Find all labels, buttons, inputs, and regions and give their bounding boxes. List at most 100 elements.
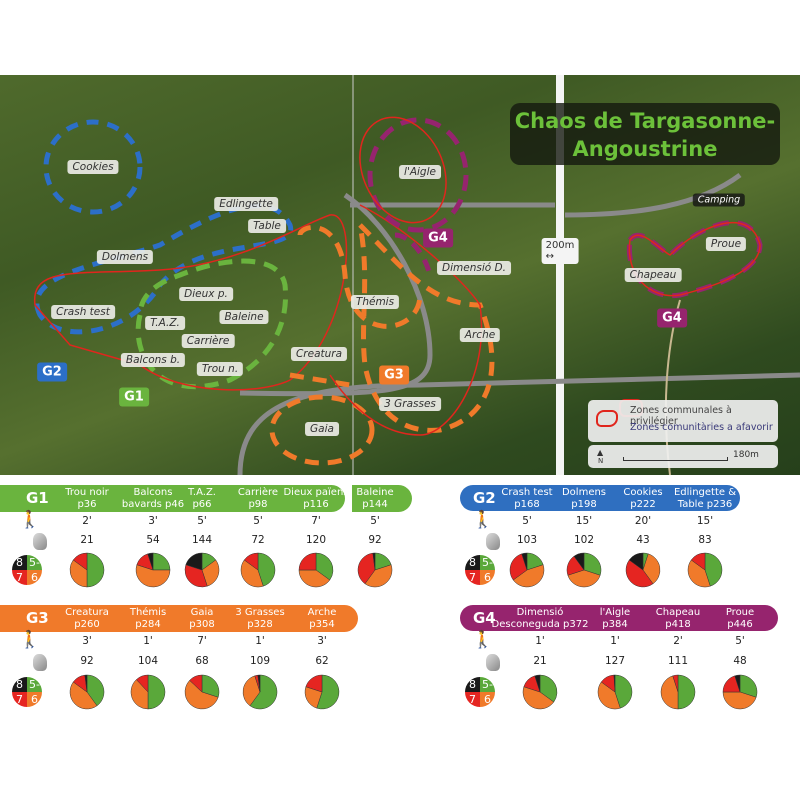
block-count: 21 xyxy=(80,534,94,546)
walk-time: 1' xyxy=(255,635,265,647)
pie-slice-grade-5 xyxy=(249,674,278,710)
pie-slice-grade-7 xyxy=(690,552,706,571)
sector-page: p168 xyxy=(514,499,540,510)
map-label-table[interactable]: Table xyxy=(248,219,286,233)
map-label-themis[interactable]: Thémis xyxy=(350,295,400,309)
map-label-trou[interactable]: Trou n. xyxy=(196,362,244,376)
grade-legend-cell: 6 xyxy=(480,570,495,585)
scale-line xyxy=(623,457,728,461)
map-label-cookies[interactable]: Cookies xyxy=(67,160,119,174)
map-label-arche[interactable]: Arche xyxy=(459,328,501,342)
pie-slice-grade-6 xyxy=(298,569,331,588)
grade-legend-cell: 8 xyxy=(465,555,480,570)
sector-name: Gaia xyxy=(190,607,214,618)
sector-page: p260 xyxy=(74,619,100,630)
walk-time: 15' xyxy=(696,515,714,527)
map-label-dieux[interactable]: Dieux p. xyxy=(179,287,233,301)
pie-slice-grade-6 xyxy=(364,564,393,588)
map-label-balcons[interactable]: Balcons b. xyxy=(120,353,186,367)
grade-pie-t-a-z- xyxy=(184,552,220,588)
walk-time: 1' xyxy=(143,635,153,647)
map-label-baleine[interactable]: Baleine xyxy=(219,310,269,324)
boulder-icon xyxy=(486,533,500,550)
block-count: 127 xyxy=(604,655,626,667)
map-label-aigle[interactable]: l'Aigle xyxy=(399,165,441,179)
pie-slice-grade-7 xyxy=(672,674,679,693)
grade-pie-carri-re xyxy=(240,552,276,588)
map-label-dolmens[interactable]: Dolmens xyxy=(96,250,154,264)
grade-legend-cell: 5- xyxy=(480,677,495,692)
badge-g4-east: G4 xyxy=(657,308,687,328)
map-label-3-grasses[interactable]: 3 Grasses xyxy=(379,397,441,411)
map-label-creatura[interactable]: Creatura xyxy=(290,347,348,361)
map-label-edlingette[interactable]: Edlingette xyxy=(214,197,278,211)
pie-slice-grade-8 xyxy=(628,552,644,571)
hiker-icon: 🚶 xyxy=(19,510,41,530)
pie-slice-grade-6 xyxy=(597,681,621,710)
sector-header[interactable]: Edlingette &Table p236 xyxy=(674,487,736,511)
grade-legend-cell: 7 xyxy=(12,692,27,707)
pie-slice-grade-8 xyxy=(185,552,203,571)
zone-outline-icon xyxy=(596,410,618,427)
pie-slice-grade-7 xyxy=(189,674,203,693)
block-count: 103 xyxy=(516,534,538,546)
grade-pie-th-mis xyxy=(130,674,166,710)
pie-slice-grade-8 xyxy=(521,552,528,571)
grade-legend-cell: 8 xyxy=(12,677,27,692)
grade-pie-edlingette- xyxy=(687,552,723,588)
pie-slice-grade-5 xyxy=(704,552,723,587)
pie-slice-grade-5 xyxy=(152,552,171,571)
pie-slice-grade-5 xyxy=(614,674,633,709)
walk-time: 5' xyxy=(197,515,207,527)
sector-page: p144 xyxy=(362,499,388,510)
map-label-dimensio[interactable]: Dimensió D. xyxy=(437,261,511,275)
map-label-gaia[interactable]: Gaia xyxy=(305,422,339,436)
sector-page: bavards p46 xyxy=(121,499,185,510)
block-count: 120 xyxy=(305,534,327,546)
block-count: 48 xyxy=(733,655,747,667)
pie-slice-grade-6 xyxy=(184,680,219,710)
pie-slice-grade-5 xyxy=(201,674,220,698)
group-id: G1 xyxy=(26,489,49,507)
map-label-crash-test[interactable]: Crash test xyxy=(51,305,115,319)
map-label-chapeau[interactable]: Chapeau xyxy=(624,268,682,282)
grade-legend-cell: 6 xyxy=(27,570,42,585)
map-label-proue[interactable]: Proue xyxy=(705,237,747,251)
sector-page: Table p236 xyxy=(677,499,733,510)
grade-legend-cell: 6 xyxy=(480,692,495,707)
pie-slice-grade-6 xyxy=(201,559,220,587)
legend-fr: Zones communales à privilégier xyxy=(630,405,732,427)
sector-header[interactable]: T.A.Z.p66 xyxy=(188,487,216,511)
grade-pie-crash-test xyxy=(509,552,545,588)
pie-slice-grade-6 xyxy=(567,569,601,588)
boulder-icon xyxy=(33,654,47,671)
sector-name: Carrière xyxy=(237,487,279,498)
walk-time: 1' xyxy=(610,635,620,647)
pie-slice-grade-7 xyxy=(357,552,376,585)
map-label-taz[interactable]: T.A.Z. xyxy=(145,316,185,330)
map-label-carriere[interactable]: Carrière xyxy=(181,334,235,348)
block-count: 68 xyxy=(195,655,209,667)
pie-slice-grade-8 xyxy=(257,674,261,693)
walk-time: 5' xyxy=(253,515,263,527)
